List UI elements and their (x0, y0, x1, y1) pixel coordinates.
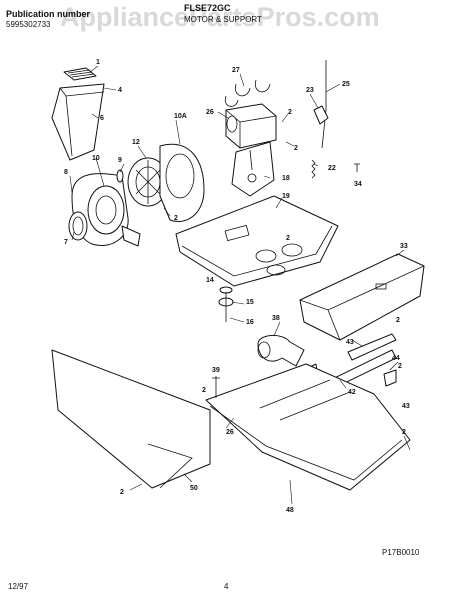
part-rear-foot (212, 376, 220, 398)
part-clip (116, 169, 124, 183)
part-blower-wheel (127, 157, 169, 207)
callout-26: 26 (206, 109, 214, 116)
callout-23: 23 (306, 87, 314, 94)
callout-14: 14 (206, 277, 214, 284)
callout-38: 38 (272, 315, 280, 322)
callout-2i: 2 (202, 387, 206, 394)
callout-50: 50 (190, 485, 198, 492)
part-bracket-small (383, 369, 397, 387)
part-base (175, 195, 339, 287)
callout-2d: 2 (286, 235, 290, 242)
callout-39: 39 (212, 367, 220, 374)
callout-8: 8 (64, 169, 68, 176)
callout-18: 18 (282, 175, 290, 182)
callout-6: 6 (100, 115, 104, 122)
callout-2g: 2 (120, 489, 124, 496)
part-rear-housing (159, 143, 205, 222)
part-motor-clamp (234, 83, 251, 97)
part-air-duct (299, 253, 425, 341)
page-number: 4 (224, 582, 229, 591)
callout-2e: 2 (396, 317, 400, 324)
figure-code: P17B0010 (382, 548, 420, 557)
part-switch-rod (321, 60, 327, 149)
callout-2: 2 (174, 215, 178, 222)
part-seal-ring (68, 211, 88, 241)
part-lint-duct (51, 83, 105, 161)
callout-12: 12 (132, 139, 140, 146)
part-motor (225, 103, 277, 149)
callout-10a: 10A (174, 113, 187, 120)
callout-15: 15 (246, 299, 254, 306)
callout-labels: 1 4 6 10 10A 12 9 8 2 7 27 26 2 23 25 2 … (64, 59, 410, 514)
callout-25: 25 (342, 81, 350, 88)
callout-44: 44 (392, 355, 400, 362)
callout-2f: 2 (398, 363, 402, 370)
part-rail-upper (347, 333, 397, 361)
callout-19: 19 (282, 193, 290, 200)
callout-10: 10 (92, 155, 100, 162)
callout-43: 43 (346, 339, 354, 346)
watermark: AppliancePartsPros.com (60, 2, 380, 32)
callout-16: 16 (246, 319, 254, 326)
part-motor-mount (231, 141, 275, 197)
model-number: FLSE72GC (184, 3, 231, 13)
callout-4: 4 (118, 87, 122, 94)
publication-label: Publication number (6, 9, 91, 19)
callout-43b: 43 (402, 403, 410, 410)
part-switch (313, 105, 329, 125)
callout-1: 1 (96, 59, 100, 66)
callout-48: 48 (286, 507, 294, 514)
section-title: MOTOR & SUPPORT (184, 15, 262, 24)
callout-2b: 2 (288, 109, 292, 116)
footer-date: 12/97 (8, 582, 29, 591)
callout-42: 42 (348, 389, 356, 396)
callout-2h: 2 (402, 429, 406, 436)
callout-27: 27 (232, 67, 240, 74)
publication-number: 5995302733 (6, 20, 51, 29)
part-duct-connector (257, 335, 305, 367)
part-lint-screen (63, 67, 97, 81)
callout-9: 9 (118, 157, 122, 164)
callout-34: 34 (354, 181, 362, 188)
part-panel (51, 349, 211, 489)
leader-lines (69, 65, 411, 505)
callout-26b: 26 (226, 429, 234, 436)
part-base-frame (205, 363, 411, 491)
callout-22: 22 (328, 165, 336, 172)
part-spring (311, 159, 316, 179)
callout-33: 33 (400, 243, 408, 250)
part-leveling-foot (218, 286, 234, 322)
part-screw (354, 163, 360, 172)
callout-2c: 2 (294, 145, 298, 152)
callout-7: 7 (64, 239, 68, 246)
